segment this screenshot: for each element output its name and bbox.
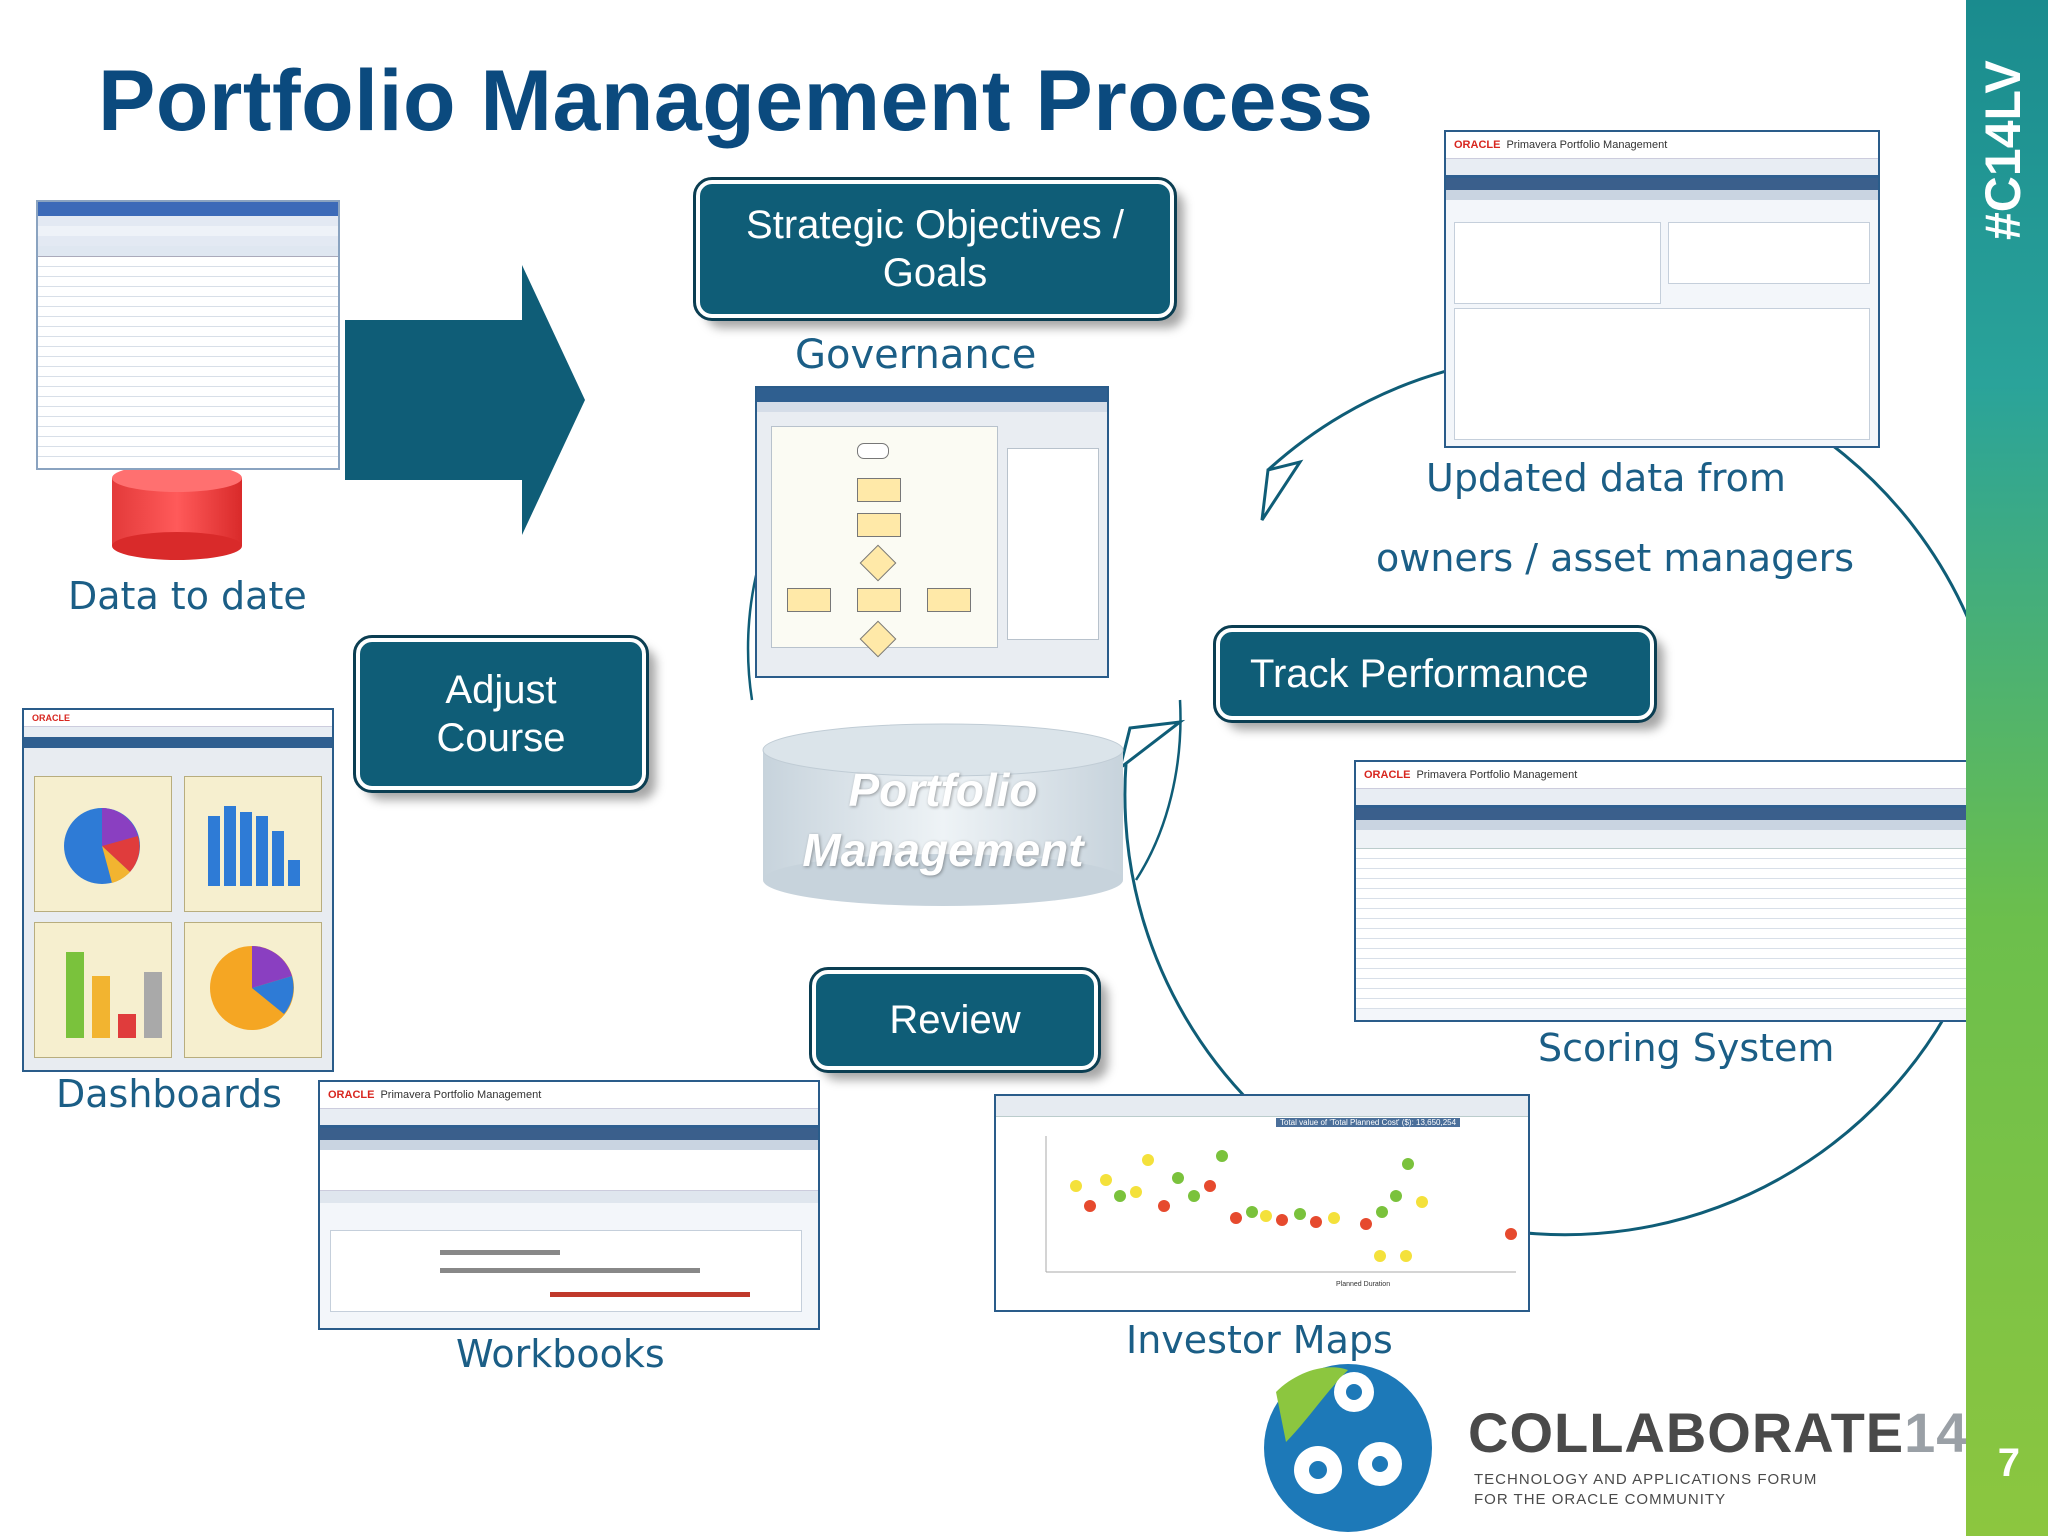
portfolio-management-label: Portfolio Management [763, 760, 1123, 880]
portfolio-cylinder-icon [762, 723, 1124, 906]
caption-updated-data-line1: Updated data from [1426, 456, 1786, 500]
tagline-1: TECHNOLOGY AND APPLICATIONS FORUM [1474, 1471, 1818, 1488]
product-name: Primavera Portfolio Management [1416, 769, 1578, 781]
tagline-2: FOR THE ORACLE COMMUNITY [1474, 1491, 1727, 1508]
map-xlabel: Planned Duration [1336, 1281, 1391, 1288]
dashboards-screenshot: ORACLE [22, 708, 334, 1072]
page-title: Portfolio Management Process [98, 53, 1374, 149]
investor-bubble-map [1045, 1136, 1517, 1273]
caption-scoring-system: Scoring System [1538, 1026, 1835, 1070]
spreadsheet-screenshot [36, 200, 340, 470]
red-database-icon [112, 464, 242, 560]
stage-adjust-label: Adjust Course [436, 668, 566, 760]
workbooks-screenshot: ORACLE Primavera Portfolio Management [318, 1080, 820, 1330]
governance-label: Governance [795, 332, 1037, 378]
caption-data-to-date: Data to date [68, 574, 307, 618]
product-name: Primavera Portfolio Management [1506, 139, 1668, 151]
oracle-brand: ORACLE [1364, 769, 1411, 781]
event-year: 14 [1904, 1401, 1969, 1464]
stage-track-performance: Track Performance [1213, 625, 1657, 723]
map-title: Total value of 'Total Planned Cost' ($):… [1276, 1118, 1461, 1127]
stage-review-label: Review [889, 998, 1021, 1042]
scoring-screenshot: ORACLE Primavera Portfolio Management [1354, 760, 1984, 1022]
forms-screenshot: ORACLE Primavera Portfolio Management [1444, 130, 1880, 448]
cylinder-line-2: Management [802, 824, 1084, 876]
caption-dashboards: Dashboards [56, 1072, 282, 1116]
caption-workbooks: Workbooks [456, 1332, 665, 1376]
stage-adjust-course: Adjust Course [353, 635, 649, 793]
caption-updated-data-line2: owners / asset managers [1376, 536, 1855, 580]
stage-review: Review [809, 967, 1101, 1073]
collaborate-tagline: TECHNOLOGY AND APPLICATIONS FORUM FOR TH… [1474, 1470, 1817, 1510]
hashtag: #C14LV [1975, 60, 2031, 240]
side-band: #C14LV 7 [1966, 0, 2048, 1536]
governance-workflow-screenshot [755, 386, 1109, 678]
page-number: 7 [1997, 1441, 2020, 1485]
caption-investor-maps: Investor Maps [1126, 1318, 1393, 1362]
product-name: Primavera Portfolio Management [380, 1089, 542, 1101]
stage-track-label: Track Performance [1250, 652, 1589, 696]
stage-strategic-label: Strategic Objectives / Goals [746, 203, 1124, 295]
oracle-brand: ORACLE [32, 713, 70, 723]
investor-map-screenshot: Total value of 'Total Planned Cost' ($):… [994, 1094, 1530, 1312]
collaborate-logo-icon [1264, 1364, 1432, 1532]
stage-strategic-objectives: Strategic Objectives / Goals [693, 177, 1177, 321]
big-right-arrow-icon [345, 265, 585, 535]
oracle-brand: ORACLE [1454, 139, 1501, 151]
cylinder-line-1: Portfolio [848, 764, 1038, 816]
event-name: COLLABORATE [1468, 1401, 1905, 1464]
oracle-brand: ORACLE [328, 1089, 375, 1101]
collaborate-wordmark: COLLABORATE14 [1468, 1400, 1968, 1465]
